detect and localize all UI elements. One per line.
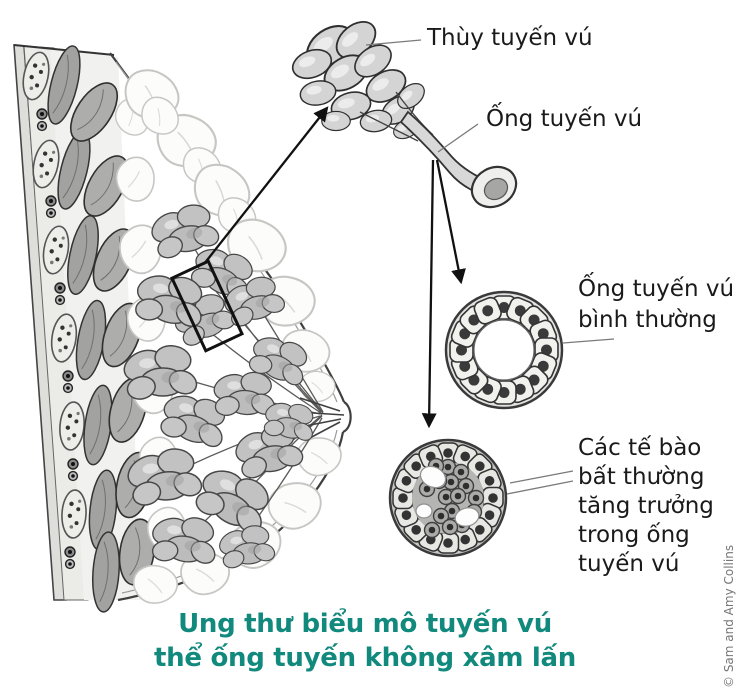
- label-normal-duct-line1: Ống tuyến vú: [578, 276, 735, 302]
- abnormal-duct-cross-section: [388, 438, 508, 558]
- label-lobule: Thùy tuyến vú: [427, 25, 593, 51]
- leader-lines: [365, 39, 615, 495]
- arrow-duct-to-abnormal: [421, 159, 437, 429]
- magnified-duct-tube: [399, 110, 518, 209]
- normal-duct-cross-section: [444, 290, 564, 410]
- diagram-title-line2: thể ống tuyến không xâm lấn: [154, 643, 576, 673]
- label-abnormal-line3: tăng trưởng: [578, 493, 714, 519]
- highlight-rectangle: [169, 259, 245, 353]
- arrows: [203, 106, 466, 429]
- label-duct: Ống tuyến vú: [486, 106, 643, 132]
- label-abnormal-line2: bất thường: [578, 464, 705, 490]
- label-normal-duct-line2: bình thường: [578, 307, 717, 333]
- copyright-credit: © Sam and Amy Collins: [722, 544, 736, 688]
- arrow-rect-to-lobule: [203, 106, 329, 265]
- label-abnormal-line4: trong ống: [578, 522, 690, 548]
- arrow-duct-to-normal: [435, 159, 466, 285]
- label-abnormal-line1: Các tế bào: [578, 435, 702, 461]
- diagram-title: Ung thư biểu mô tuyến vú thể ống tuyến k…: [40, 607, 690, 675]
- diagram-title-line1: Ung thư biểu mô tuyến vú: [178, 609, 552, 639]
- label-abnormal-cells: Các tế bào bất thường tăng trưởng trong …: [578, 434, 714, 579]
- label-abnormal-line5: tuyến vú: [578, 551, 680, 577]
- label-normal-duct: Ống tuyến vú bình thường: [578, 274, 734, 336]
